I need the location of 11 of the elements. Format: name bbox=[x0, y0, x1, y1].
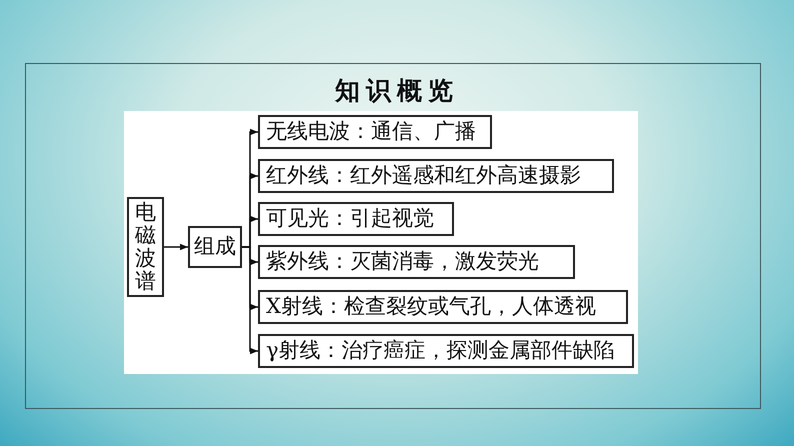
concept-box: 紫外线：灭菌消毒，激发荧光 bbox=[258, 245, 575, 279]
arrow bbox=[164, 244, 188, 250]
concept-box: γ射线：治疗癌症，探测金属部件缺陷 bbox=[258, 334, 634, 368]
concept-box: X射线：检查裂纹或气孔，人体透视 bbox=[258, 290, 628, 324]
arrow bbox=[242, 246, 258, 354]
title: 知识概览 bbox=[334, 75, 460, 107]
concept-box: 无线电波：通信、广播 bbox=[258, 115, 492, 149]
concept-box: 组成 bbox=[188, 226, 242, 268]
concept-box: 红外线：红外遥感和红外高速摄影 bbox=[258, 159, 614, 193]
concept-box: 可见光：引起视觉 bbox=[258, 202, 454, 236]
topic-box: 电磁波谱 bbox=[127, 197, 164, 297]
